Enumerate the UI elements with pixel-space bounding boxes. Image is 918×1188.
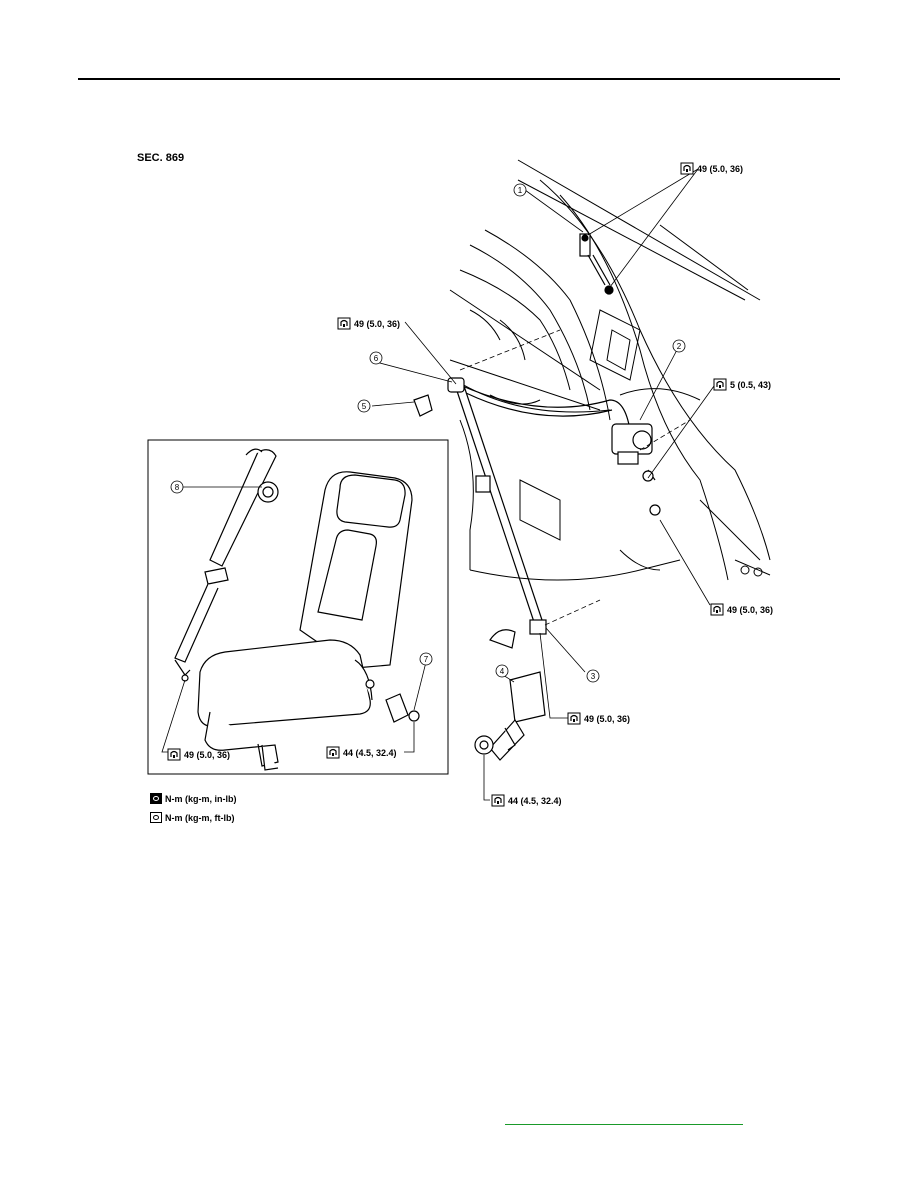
inset-leaders [161,486,427,753]
callout-3: 3 [591,672,596,681]
torque-label-buckle-main: 44 (4.5, 32.4) [508,796,562,806]
torque-icon [710,603,724,616]
anchor-cover [489,629,516,649]
torque-icon [491,794,505,807]
alignment-lines [459,329,691,626]
footer-link-underline[interactable] [505,1124,743,1125]
torque-label-right: 49 (5.0, 36) [727,605,773,615]
torque-icon [337,317,351,330]
retractor [611,423,661,516]
torque-label-inset-buckle: 44 (4.5, 32.4) [343,748,397,758]
inset-frame [147,439,449,775]
callout-4: 4 [500,667,505,676]
buckle [474,671,546,761]
torque-label-retractor: 5 (0.5, 43) [730,380,771,390]
inset-seat [197,471,413,771]
torque-icon [680,162,694,175]
torque-label-inset-anchor: 49 (5.0, 36) [184,750,230,760]
torque-icon [326,746,340,759]
callout-6: 6 [374,354,379,363]
legend-ft-lb-text: N-m (kg-m, ft-lb) [165,812,235,823]
body-panel [449,159,771,581]
part-5-clip [413,394,433,417]
leader-lines [371,168,715,801]
legend-ft-lb: N-m (kg-m, ft-lb) [150,812,235,823]
belt-webbing [447,377,631,635]
callout-circles [357,183,686,683]
legend-in-lb: N-m (kg-m, in-lb) [150,793,237,804]
callout-8: 8 [175,483,180,492]
torque-in-lb-icon [150,793,162,804]
upper-guide-assembly [579,233,614,295]
inset-callout-circles [170,480,433,666]
torque-ft-lb-icon [150,812,162,823]
torque-label-anchor: 49 (5.0, 36) [354,319,400,329]
callout-5: 5 [362,402,367,411]
callout-1: 1 [518,186,523,195]
section-code: SEC. 869 [137,152,185,164]
torque-icon [713,378,727,391]
header-rule [78,78,840,80]
callout-2: 2 [677,342,682,351]
torque-icon [167,748,181,761]
callout-7: 7 [424,655,429,664]
inset-buckle [365,679,420,723]
torque-icon [567,712,581,725]
torque-label-top: 49 (5.0, 36) [697,164,743,174]
legend-in-lb-text: N-m (kg-m, in-lb) [165,793,237,804]
torque-label-lower: 49 (5.0, 36) [584,714,630,724]
inset-belt [174,448,279,682]
